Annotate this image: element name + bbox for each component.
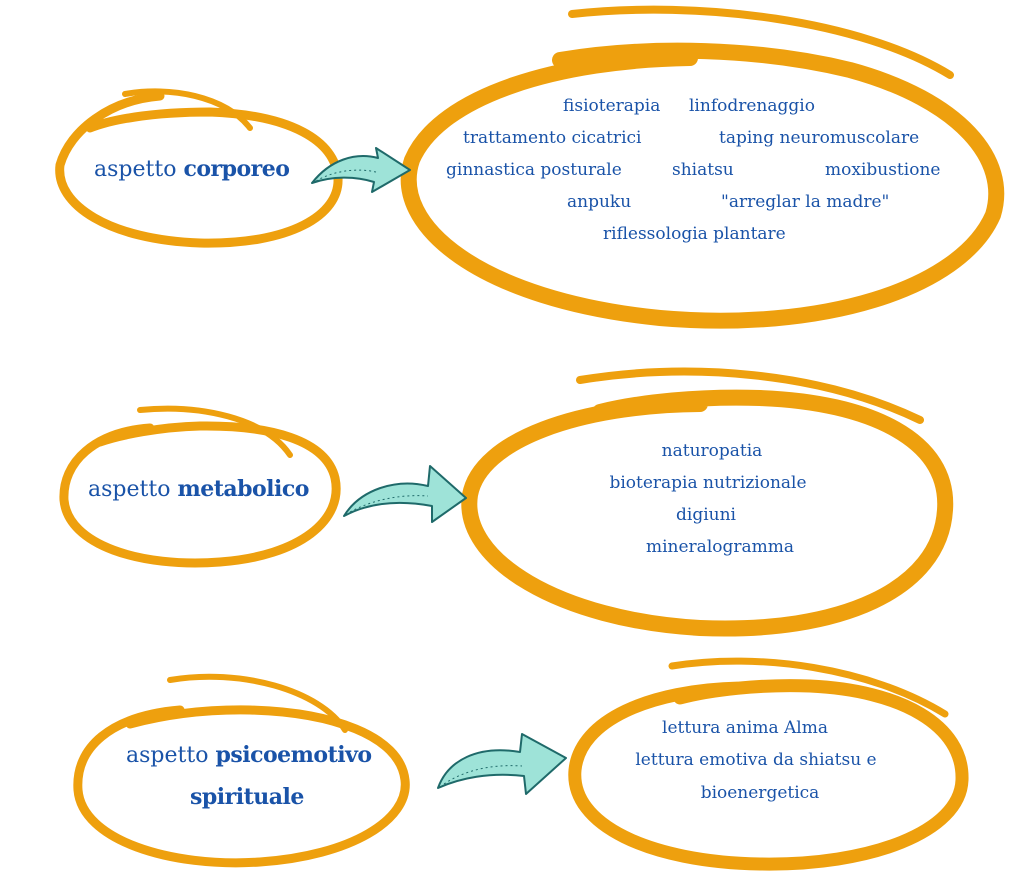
ring-aspetto-psicoemotivo — [73, 673, 410, 868]
aspect-bold: corporeo — [183, 156, 290, 182]
item-moxibustione: moxibustione — [825, 160, 941, 180]
arrow-psicoemotivo — [437, 733, 567, 795]
arrow-metabolico — [343, 465, 467, 523]
item-anpuku: anpuku — [567, 192, 632, 212]
aspect-prefix: aspetto — [88, 477, 171, 502]
aspect-label-psicoemotivo: aspetto psicoemotivo — [126, 744, 372, 767]
item-lettura-anima-alma: lettura anima Alma — [662, 718, 828, 738]
ring-trattamenti-psicoemotivo — [568, 657, 969, 871]
ring-aspetto-metabolico — [59, 405, 341, 568]
item-riflessologia-plantare: riflessologia plantare — [603, 224, 786, 244]
item-trattamento-cicatrici: trattamento cicatrici — [463, 128, 642, 148]
item-linfodrenaggio: linfodrenaggio — [689, 96, 815, 116]
aspect-label-metabolico: aspetto metabolico — [88, 478, 309, 501]
item-bioenergetica: bioenergetica — [700, 783, 820, 803]
aspect-bold: metabolico — [177, 476, 309, 502]
aspect-label-corporeo: aspetto corporeo — [94, 156, 290, 182]
item-mineralogramma: mineralogramma — [645, 537, 795, 557]
item-bioterapia-nutrizionale: bioterapia nutrizionale — [609, 473, 807, 493]
item-lettura-emotiva: lettura emotiva da shiatsu e — [635, 750, 877, 770]
ring-trattamenti-metabolico — [461, 367, 954, 637]
ring-trattamenti-corporeo — [400, 5, 1005, 329]
arrow-corporeo — [311, 147, 411, 193]
aspect-prefix: aspetto — [94, 157, 177, 182]
item-taping-neuromuscolare: taping neuromuscolare — [719, 128, 920, 148]
item-fisioterapia: fisioterapia — [563, 96, 661, 116]
item-digiuni: digiuni — [676, 505, 736, 525]
aspect-label-psicoemotivo-line2: spirituale — [190, 786, 304, 809]
aspect-bold-line2: spirituale — [190, 784, 304, 810]
item-naturopatia: naturopatia — [661, 441, 763, 461]
aspect-prefix: aspetto — [126, 743, 209, 768]
item-shiatsu: shiatsu — [672, 160, 734, 180]
item-arreglar-la-madre: "arreglar la madre" — [721, 192, 890, 212]
aspect-bold-line1: psicoemotivo — [215, 742, 372, 768]
item-ginnastica-posturale: ginnastica posturale — [446, 160, 622, 180]
ring-aspetto-corporeo — [55, 88, 343, 248]
